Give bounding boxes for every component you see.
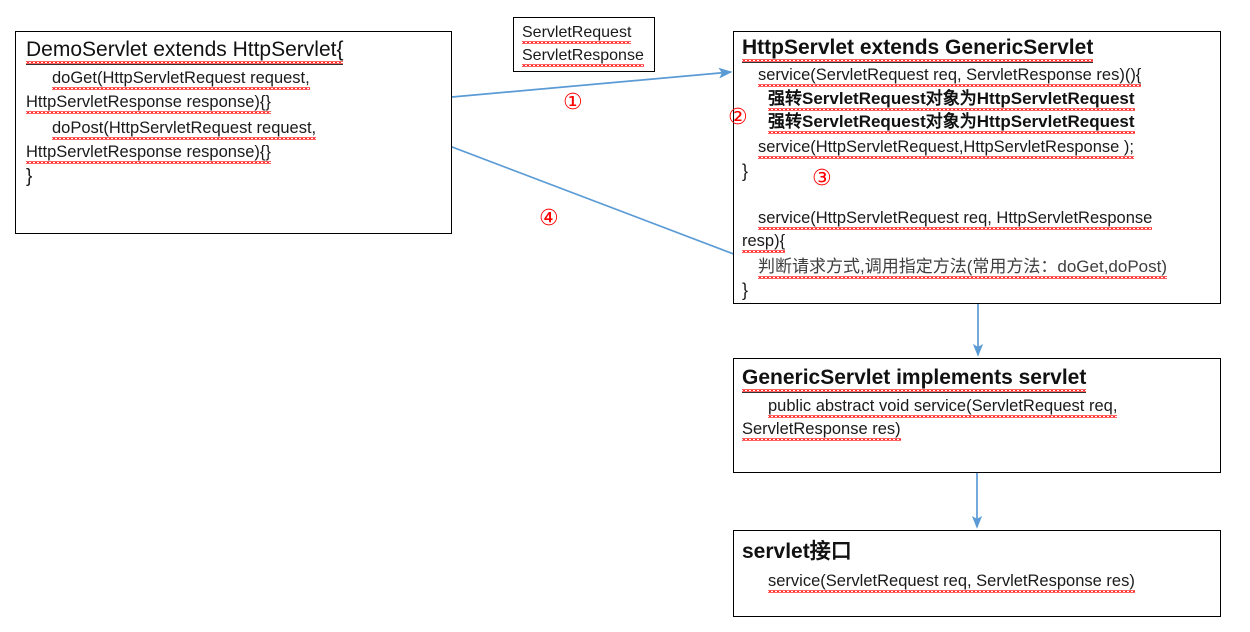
http-servlet-line-1: service(ServletRequest req, ServletRespo… bbox=[742, 64, 1214, 87]
servlet-interface-line-1: service(ServletRequest req, ServletRespo… bbox=[742, 570, 1214, 593]
http-servlet-cn-line-3-text: 判断请求方式,调用指定方法(常用方法：doGet,doPost) bbox=[758, 256, 1168, 279]
servlet-response-text: ServletResponse bbox=[522, 47, 644, 67]
demo-servlet-header: DemoServlet extends HttpServlet{ bbox=[26, 36, 443, 65]
generic-servlet-header: GenericServlet implements servlet bbox=[742, 365, 1214, 393]
marker-1-circled-number: ① bbox=[563, 90, 583, 115]
marker-4-circled-number: ④ bbox=[539, 206, 559, 231]
servlet-types-line-1: ServletRequest bbox=[522, 21, 648, 44]
servlet-types-line-2: ServletResponse bbox=[522, 44, 648, 67]
demo-servlet-line-2: HttpServletResponse response){} bbox=[26, 91, 443, 114]
box-demo-servlet: DemoServlet extends HttpServlet{ doGet(H… bbox=[15, 31, 452, 234]
box-generic-servlet: GenericServlet implements servlet public… bbox=[733, 358, 1221, 473]
http-servlet-cn-line-1: 强转ServletRequest对象为HttpServletRequest bbox=[742, 88, 1214, 111]
http-servlet-line-3: service(HttpServletRequest req, HttpServ… bbox=[742, 207, 1214, 230]
generic-servlet-line-1: public abstract void service(ServletRequ… bbox=[742, 395, 1214, 418]
http-servlet-line-4: resp){ bbox=[742, 230, 1214, 253]
http-servlet-line-3-text: service(HttpServletRequest req, HttpServ… bbox=[758, 208, 1153, 230]
demo-servlet-line-4-text: HttpServletResponse response){} bbox=[26, 142, 271, 164]
demo-servlet-line-1-text: doGet(HttpServletRequest request, bbox=[52, 69, 310, 90]
http-servlet-cn-line-3: 判断请求方式,调用指定方法(常用方法：doGet,doPost) bbox=[742, 255, 1214, 279]
demo-servlet-line-4: HttpServletResponse response){} bbox=[26, 141, 443, 164]
http-servlet-line-2-text: service(HttpServletRequest,HttpServletRe… bbox=[758, 138, 1134, 159]
servlet-interface-line-1-text: service(ServletRequest req, ServletRespo… bbox=[768, 571, 1135, 593]
demo-servlet-line-3-text: doPost(HttpServletRequest request, bbox=[52, 119, 317, 140]
demo-servlet-line-3: doPost(HttpServletRequest request, bbox=[26, 117, 443, 140]
generic-servlet-header-text: GenericServlet implements servlet bbox=[742, 366, 1087, 393]
servlet-interface-header: servlet接口 bbox=[742, 540, 852, 563]
http-servlet-line-4-text: resp){ bbox=[742, 232, 786, 253]
servlet-request-text: ServletRequest bbox=[522, 24, 632, 44]
arrow-1-demo-to-httpservlet bbox=[451, 67, 733, 98]
demo-servlet-close-brace: } bbox=[26, 165, 33, 187]
demo-servlet-line-1: doGet(HttpServletRequest request, bbox=[26, 67, 443, 90]
marker-3-circled-number: ③ bbox=[812, 166, 832, 191]
box-http-servlet: HttpServlet extends GenericServlet servi… bbox=[733, 31, 1221, 304]
http-servlet-header-text: HttpServlet extends GenericServlet bbox=[742, 36, 1094, 63]
generic-servlet-line-2-text: ServletResponse res) bbox=[742, 420, 901, 441]
http-servlet-cn-line-1-text: 强转ServletRequest对象为HttpServletRequest bbox=[768, 89, 1135, 111]
generic-servlet-line-2: ServletResponse res) bbox=[742, 418, 1214, 441]
http-servlet-close-brace-2: } bbox=[742, 279, 749, 300]
http-servlet-cn-line-2-text: 强转ServletRequest对象为HttpServletRequest bbox=[768, 112, 1135, 134]
generic-servlet-line-1-text: public abstract void service(ServletRequ… bbox=[768, 396, 1118, 418]
http-servlet-line-2: service(HttpServletRequest,HttpServletRe… bbox=[742, 136, 1214, 159]
http-servlet-header: HttpServlet extends GenericServlet bbox=[742, 35, 1214, 63]
http-servlet-line-1-text: service(ServletRequest req, ServletRespo… bbox=[758, 65, 1142, 87]
demo-servlet-line-2-text: HttpServletResponse response){} bbox=[26, 92, 271, 114]
demo-servlet-header-text: DemoServlet extends HttpServlet{ bbox=[26, 38, 344, 65]
http-servlet-cn-line-2: 强转ServletRequest对象为HttpServletRequest bbox=[742, 111, 1214, 134]
box-servlet-interface: servlet接口 service(ServletRequest req, Se… bbox=[733, 530, 1221, 617]
marker-2-circled-number: ② bbox=[728, 105, 748, 130]
box-servlet-types: ServletRequest ServletResponse bbox=[513, 17, 655, 72]
